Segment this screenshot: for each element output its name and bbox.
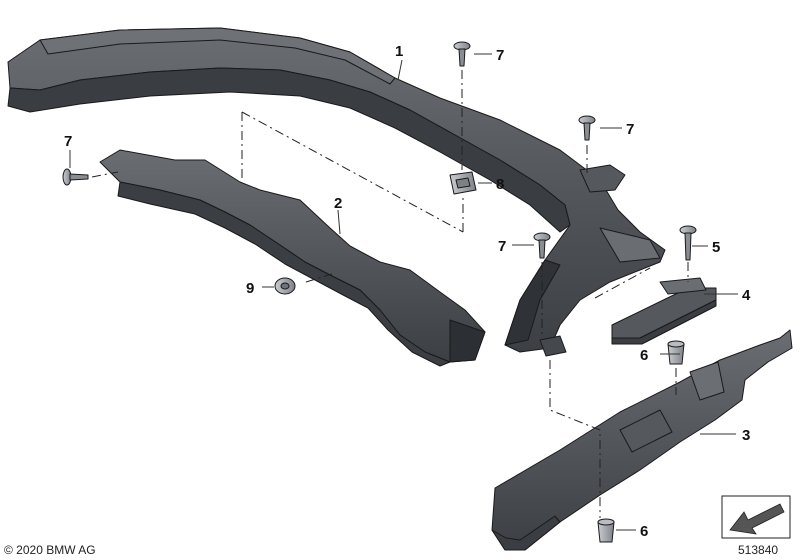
part-8-clip: [449, 171, 477, 195]
callout-2: 2: [334, 195, 342, 212]
callout-4: 4: [742, 287, 751, 304]
part-4-mount: [611, 277, 717, 345]
part-6-nut-upper: [667, 340, 685, 365]
part-3-bracket: [491, 329, 793, 551]
callout-3: 3: [742, 427, 750, 444]
part-5-screw: [679, 225, 697, 261]
assembly-lines: [91, 70, 689, 518]
part-2-duct: [99, 149, 486, 367]
leader-lines: [69, 53, 738, 531]
copyright-text: © 2020 BMW AG: [4, 543, 96, 557]
callout-7-middle: 7: [498, 238, 506, 255]
callout-5: 5: [712, 239, 720, 256]
callout-6-lower: 6: [640, 523, 648, 540]
callout-6-upper: 6: [640, 347, 648, 364]
orientation-arrow-icon: [721, 495, 791, 539]
part-7-bolt-a: [453, 41, 471, 67]
callout-8: 8: [496, 176, 504, 193]
callout-7-right: 7: [626, 121, 634, 138]
part-1-rail: [7, 27, 666, 357]
callouts: 1 2 3 4 5 6 6 7 7 7 7 8 9: [64, 43, 751, 540]
callout-7-left: 7: [64, 133, 72, 150]
callout-7-top: 7: [496, 47, 504, 64]
part-7-bolt-d: [533, 232, 551, 259]
callout-1: 1: [395, 43, 403, 60]
part-9-grommet: [274, 277, 296, 295]
part-7-bolt-b: [578, 115, 596, 141]
part-6-nut-lower: [597, 518, 615, 543]
part-7-bolt-c: [62, 168, 89, 186]
callout-9: 9: [246, 280, 254, 297]
diagram-number: 513840: [738, 543, 778, 557]
